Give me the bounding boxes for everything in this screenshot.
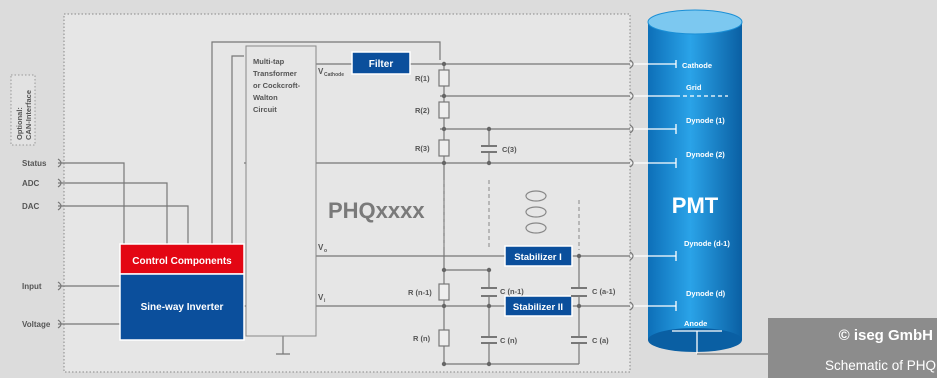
caption-text: Schematic of PHQ	[825, 358, 936, 373]
can-interface-label: CAN-Interface	[24, 90, 33, 140]
adc-label: ADC	[22, 179, 40, 188]
c3-label: C(3)	[502, 145, 517, 154]
pmt-connectors	[629, 59, 634, 311]
stabilizer-2-block	[504, 295, 573, 317]
module-label: PHQxxxx	[328, 198, 425, 223]
left-connectors	[57, 158, 62, 329]
pin-cathode: Cathode	[682, 61, 712, 70]
pmt-label: PMT	[672, 193, 719, 218]
dac-label: DAC	[22, 202, 40, 211]
transformer-line-3: or Cockcroft-	[253, 81, 301, 90]
control-components-block	[119, 243, 245, 275]
filter-block	[351, 51, 411, 75]
transformer-box	[245, 45, 317, 337]
r3-label: R(3)	[415, 144, 430, 153]
transformer-line-5: Circuit	[253, 105, 277, 114]
copyright-text: © iseg GmbH	[839, 327, 933, 344]
wiring	[58, 41, 630, 365]
pin-dynode-d: Dynode (d)	[686, 289, 726, 298]
control-components-label: Control Components	[132, 256, 232, 267]
optional-can-box	[10, 74, 36, 146]
cn-label: C (n)	[500, 336, 518, 345]
stabilizer-1-label: Stabilizer I	[514, 252, 562, 263]
pmt-pin-lines	[630, 60, 728, 354]
pin-dynode-d1: Dynode (d-1)	[684, 239, 730, 248]
stabilizer-2-label: Stabilizer II	[513, 302, 563, 313]
filter-label: Filter	[369, 59, 394, 70]
voltage-label: Voltage	[22, 320, 51, 329]
v-i-sub: i	[324, 298, 326, 304]
resistors	[438, 69, 450, 347]
transformer-line-4: Walton	[253, 93, 278, 102]
capacitors	[481, 145, 587, 344]
inverter-block	[119, 273, 245, 341]
rn1-label: R (n-1)	[408, 288, 432, 297]
pin-anode: Anode	[684, 319, 707, 328]
transformer-line-2: Transformer	[253, 69, 297, 78]
status-label: Status	[22, 159, 47, 168]
v-cathode-sub: Cathode	[324, 72, 344, 78]
copyright-badge	[768, 318, 937, 378]
ca-label: C (a)	[592, 336, 609, 345]
v-cathode-label: V	[318, 67, 324, 76]
input-label: Input	[22, 282, 42, 291]
r1-label: R(1)	[415, 74, 430, 83]
pin-dynode-2: Dynode (2)	[686, 150, 725, 159]
r2-label: R(2)	[415, 106, 430, 115]
rn-label: R (n)	[413, 334, 431, 343]
pin-grid: Grid	[686, 83, 702, 92]
v-o-label: V	[318, 243, 324, 252]
pin-dynode-1: Dynode (1)	[686, 116, 725, 125]
stabilizer-1-block	[504, 245, 573, 267]
inverter-label: Sine-way Inverter	[141, 302, 224, 313]
junction-dots	[441, 61, 582, 367]
stage-ellipsis	[525, 190, 547, 234]
ca1-label: C (a-1)	[592, 287, 616, 296]
pmt-tube	[647, 9, 743, 352]
v-i-label: V	[318, 293, 324, 302]
cn1-label: C (n-1)	[500, 287, 524, 296]
transformer-line-1: Multi-tap	[253, 57, 285, 66]
v-o-sub: o	[324, 248, 327, 254]
optional-label: Optional:	[15, 107, 24, 140]
